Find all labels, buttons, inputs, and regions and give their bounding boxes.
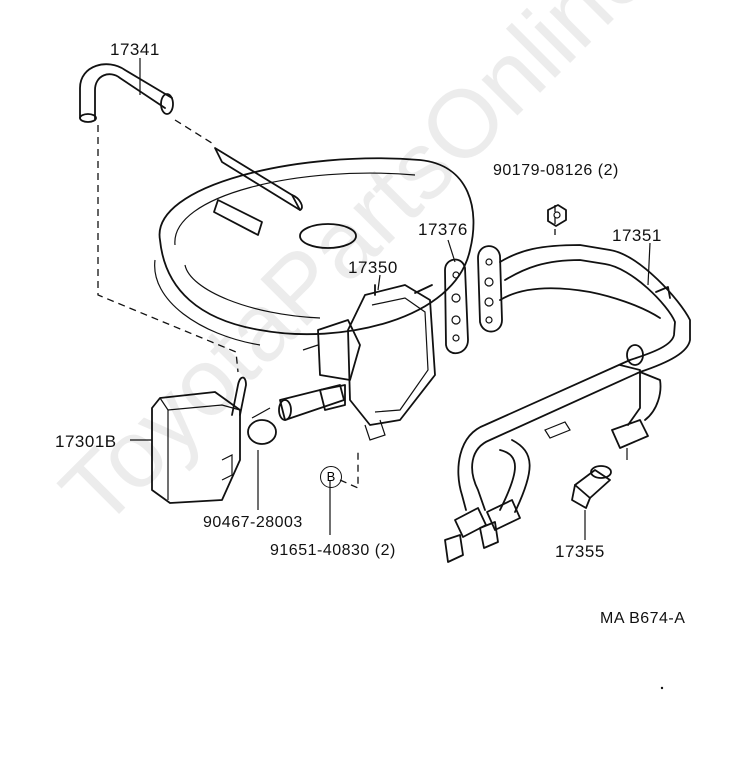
label-90467-28003: 90467-28003 xyxy=(203,514,303,531)
silencer-body xyxy=(151,376,247,504)
gaskets xyxy=(444,245,503,354)
air-pipe xyxy=(444,244,691,563)
label-17341: 17341 xyxy=(110,40,160,59)
label-17301B: 17301B xyxy=(55,432,117,451)
upper-hose xyxy=(79,63,174,123)
hose-clamp xyxy=(247,407,277,510)
label-17376: 17376 xyxy=(418,220,468,239)
label-17351: 17351 xyxy=(612,226,662,245)
nut xyxy=(547,204,567,227)
dashed-leaders xyxy=(97,119,556,490)
label-91651-40830: 91651-40830 (2) xyxy=(270,542,396,559)
plug xyxy=(571,465,612,540)
housing-pipes xyxy=(213,147,303,236)
figure-code: MA B674-A xyxy=(600,610,686,627)
valve-body xyxy=(278,284,436,441)
label-17350: 17350 xyxy=(348,258,398,277)
stray-dot xyxy=(660,686,664,690)
label-17355: 17355 xyxy=(555,542,605,561)
label-leaders xyxy=(130,58,651,535)
air-cleaner-housing xyxy=(154,157,475,346)
bolt-marker-b: B xyxy=(320,466,342,488)
label-90179-08126: 90179-08126 (2) xyxy=(493,162,619,179)
